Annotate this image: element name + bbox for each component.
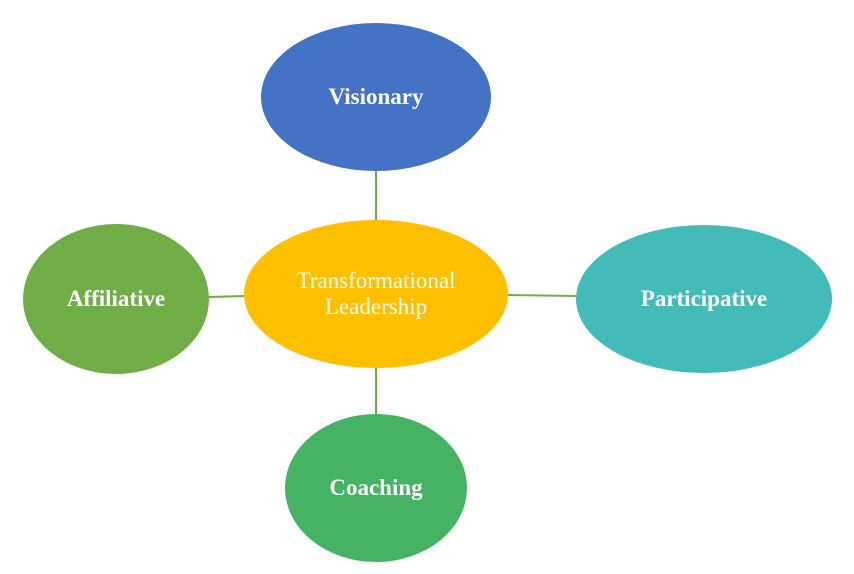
connector-participative — [507, 294, 577, 297]
connector-affiliative — [208, 295, 245, 298]
node-participative: Participative — [576, 225, 832, 373]
center-label-line1: Transformational — [296, 267, 456, 293]
node-coaching: Coaching — [285, 414, 467, 562]
node-visionary: Visionary — [261, 23, 491, 171]
node-affiliative-label: Affiliative — [66, 285, 166, 311]
center-label-line2: Leadership — [324, 294, 428, 319]
center-label: Transformational Leadership — [287, 268, 466, 321]
node-coaching-label: Coaching — [329, 474, 423, 500]
node-affiliative: Affiliative — [23, 224, 209, 374]
node-transformational-leadership: Transformational Leadership — [244, 220, 508, 368]
node-participative-label: Participative — [640, 285, 768, 311]
node-visionary-label: Visionary — [328, 83, 424, 109]
